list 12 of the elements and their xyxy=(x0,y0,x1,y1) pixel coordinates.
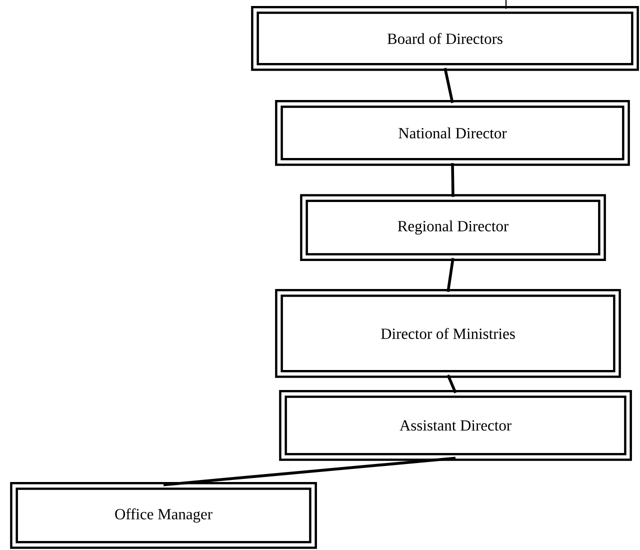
org-box: Board of Directors xyxy=(251,6,639,71)
org-box: Regional Director xyxy=(300,194,606,261)
org-box: Assistant Director xyxy=(279,390,632,461)
connector-line xyxy=(505,0,507,9)
connector-line xyxy=(163,456,456,486)
connector-line xyxy=(451,163,454,197)
org-box: Director of Ministries xyxy=(275,289,621,378)
connector-line xyxy=(446,374,457,394)
connector-line xyxy=(444,68,454,104)
org-box: National Director xyxy=(275,100,630,166)
connector-line xyxy=(446,258,454,292)
org-box: Office Manager xyxy=(10,482,317,549)
